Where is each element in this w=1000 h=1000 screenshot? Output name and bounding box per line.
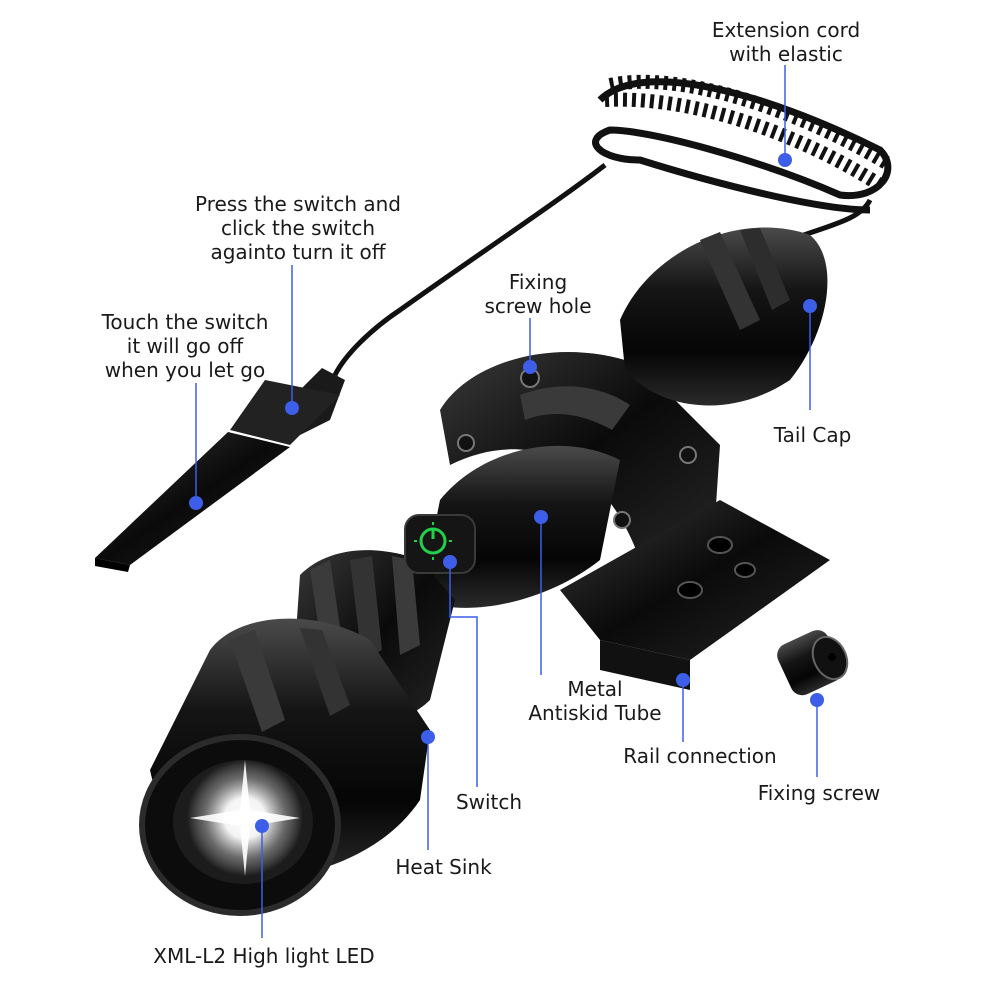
fixing-screw-knob (777, 630, 849, 696)
dot-switch (443, 555, 457, 569)
switch-button (404, 514, 476, 574)
label-rail-connection: Rail connection (623, 744, 777, 768)
label-extension-cord: Extension cord with elastic (711, 18, 861, 66)
dot-fixing-screw (810, 693, 824, 707)
callout-lines (195, 65, 818, 938)
dot-extension-cord (778, 153, 792, 167)
dot-press-switch (285, 401, 299, 415)
pressure-switch-pad (95, 368, 345, 572)
label-press-switch: Press the switch and click the switch ag… (194, 192, 401, 264)
label-touch-switch: Touch the switch it will go off when you… (101, 310, 269, 382)
rail-base (560, 500, 830, 690)
dot-fixing-screw-hole (523, 360, 537, 374)
label-metal-tube: Metal Antiskid Tube (528, 677, 662, 725)
label-fixing-screw: Fixing screw (757, 781, 881, 805)
dot-led (255, 819, 269, 833)
dot-touch-switch (189, 496, 203, 510)
dot-metal-tube (534, 510, 548, 524)
dot-tail-cap (803, 299, 817, 313)
dot-rail-connection (676, 673, 690, 687)
label-fixing-screw-hole: Fixing screw hole (484, 270, 592, 318)
label-led: XML-L2 High light LED (153, 944, 375, 968)
label-switch: Switch (455, 790, 523, 814)
led-glow (187, 760, 303, 876)
label-heat-sink: Heat Sink (395, 855, 492, 879)
cord-to-switch (332, 163, 607, 377)
label-tail-cap: Tail Cap (773, 423, 852, 447)
callout-dots (189, 153, 824, 833)
dot-heat-sink (421, 730, 435, 744)
coiled-cord (592, 74, 894, 214)
